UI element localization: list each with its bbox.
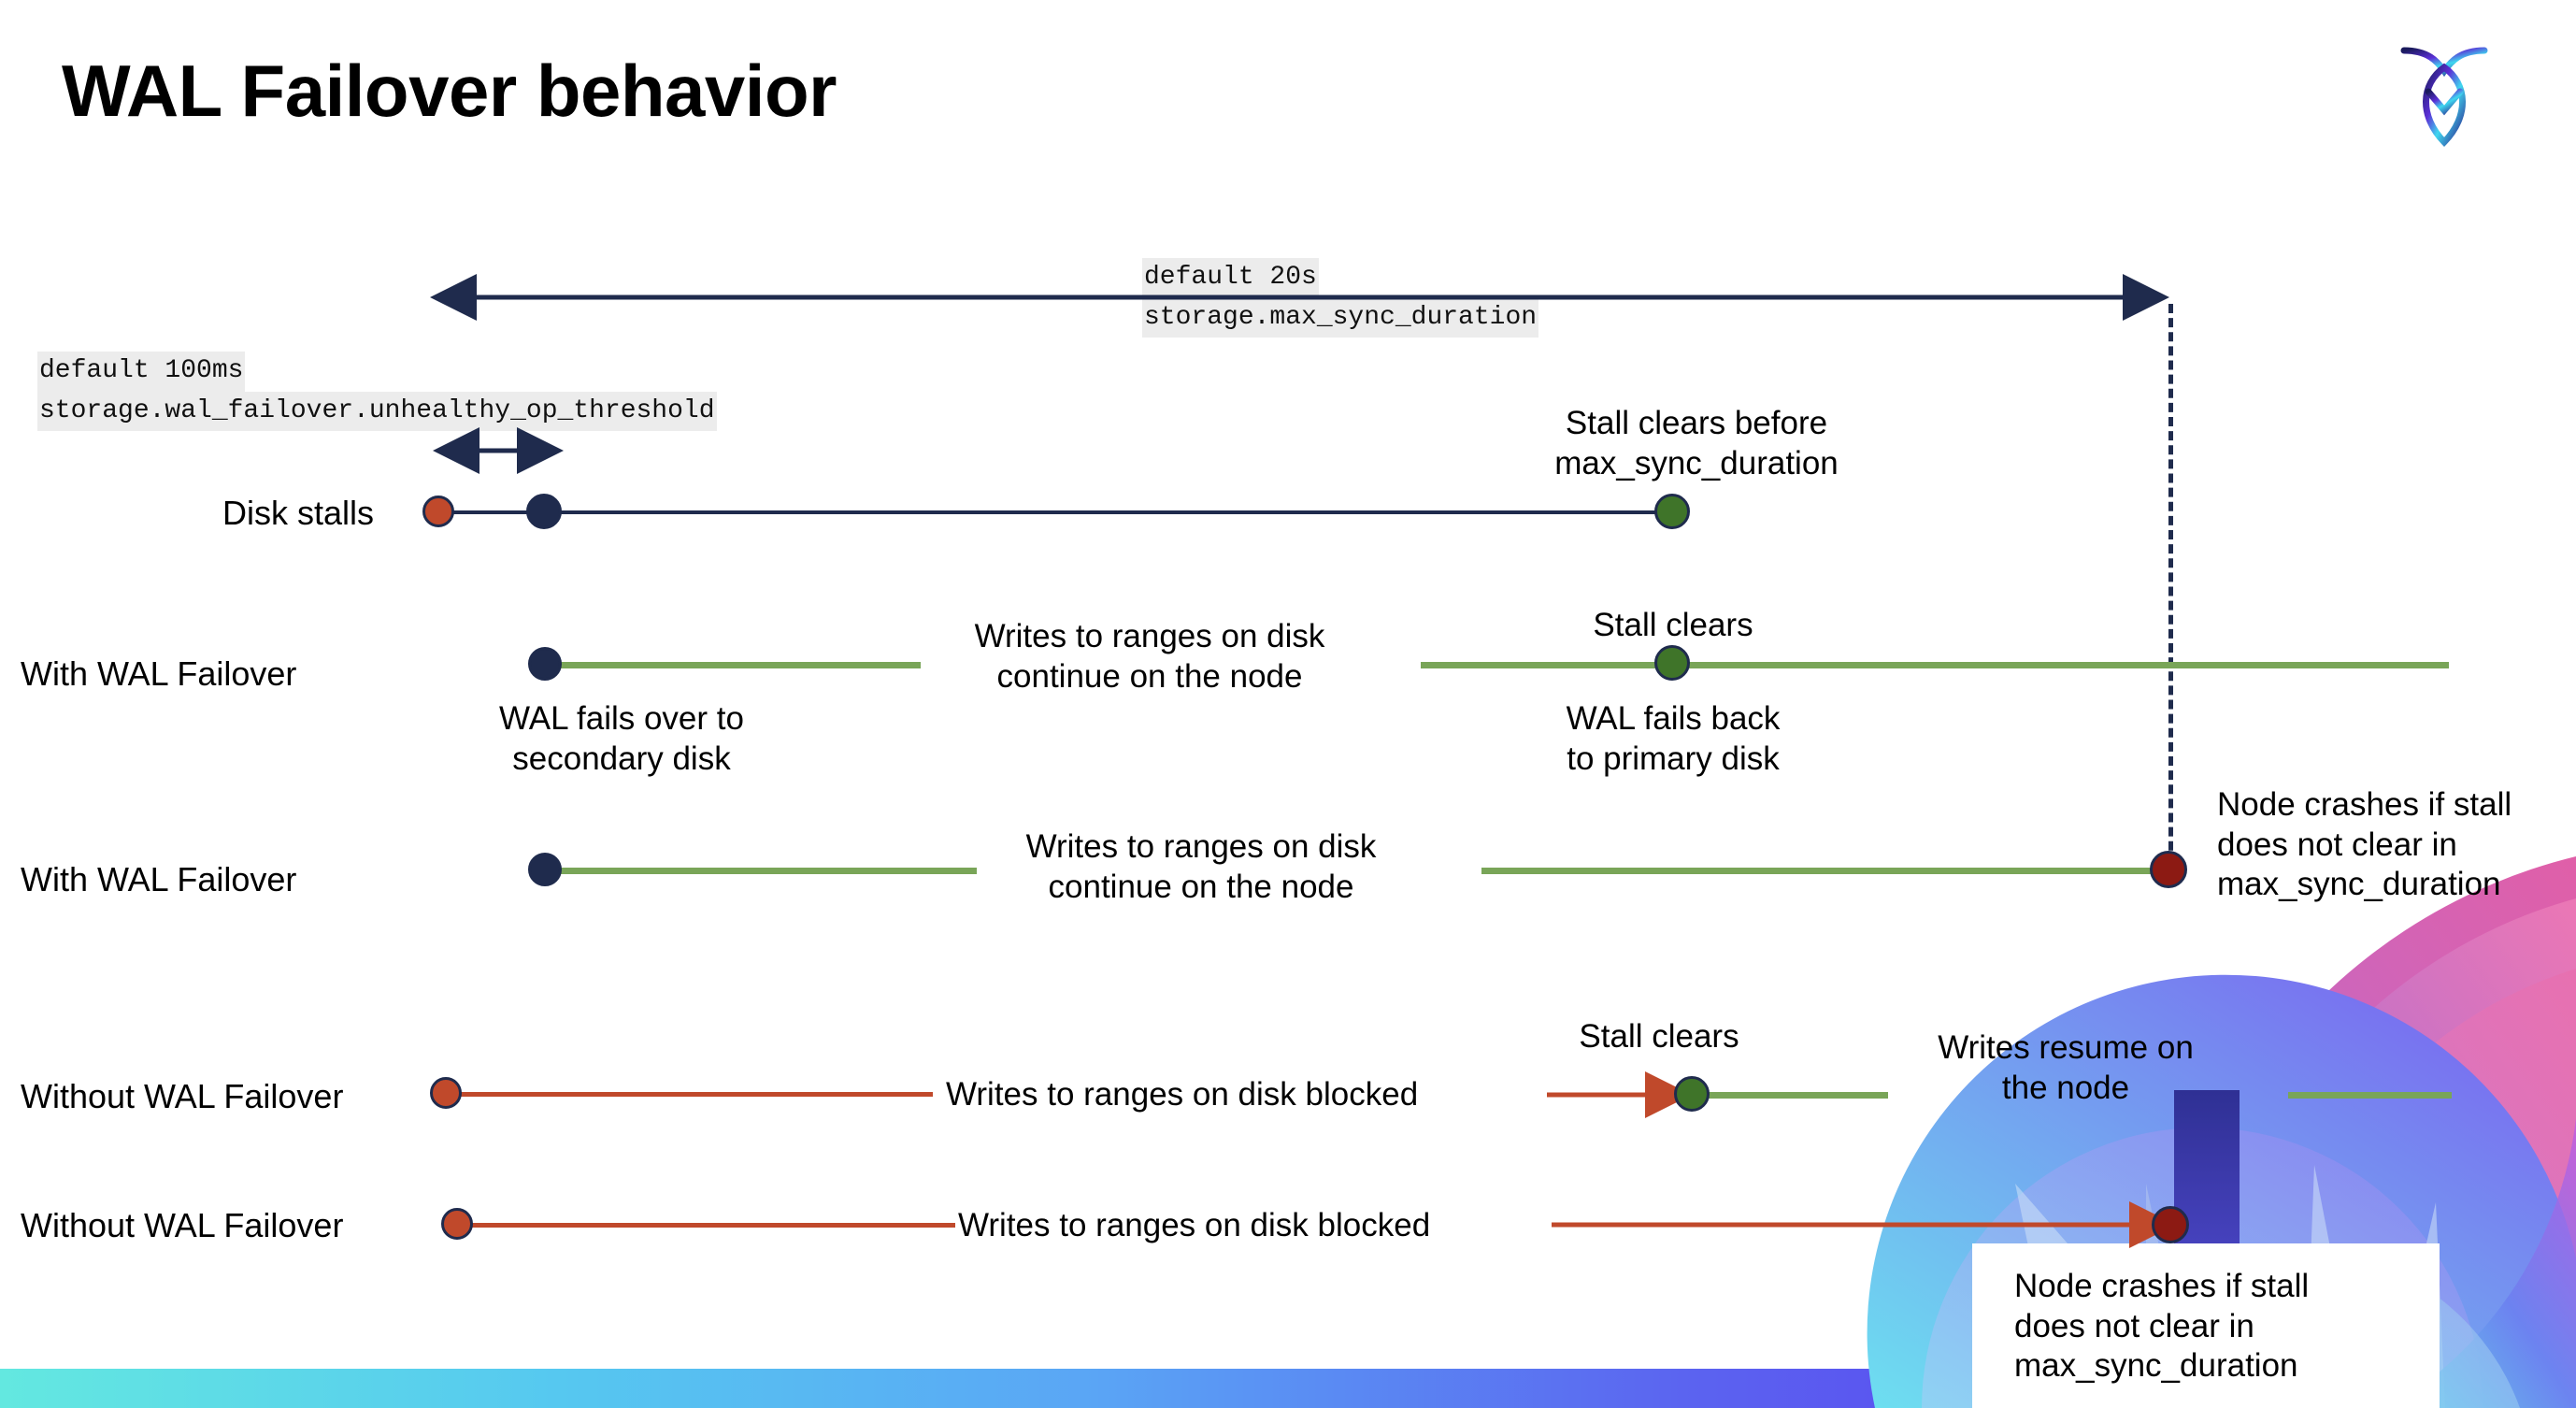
row-label-without-wal-failover-2: Without WAL Failover — [21, 1206, 344, 1244]
row2-timeline-right — [1421, 662, 2449, 668]
row2-note-wal-fails-over: WAL fails over to secondary disk — [499, 700, 744, 777]
row3-timeline-left — [547, 868, 977, 874]
callout-backdrop — [1972, 1243, 2440, 1408]
row5-note-writes-blocked: Writes to ranges on disk blocked — [958, 1207, 1431, 1243]
row3-note-writes-continue: Writes to ranges on disk continue on the… — [1025, 828, 1377, 905]
row1-timeline — [439, 510, 1673, 514]
row2-note-stall-clears: Stall clears — [1593, 607, 1753, 643]
unhealthy-op-default-text: default 100ms — [37, 352, 246, 392]
row-label-with-wal-failover-1: With WAL Failover — [21, 654, 297, 693]
unhealthy-op-threshold-label: default 100ms storage.wal_failover.unhea… — [37, 352, 717, 432]
row-label-without-wal-failover-1: Without WAL Failover — [21, 1077, 344, 1115]
unhealthy-op-setting-text: storage.wal_failover.unhealthy_op_thresh… — [37, 391, 717, 432]
cockroach-labs-logo-icon — [2393, 30, 2496, 151]
row2-failover-dot — [528, 647, 562, 681]
row4-note-writes-blocked: Writes to ranges on disk blocked — [946, 1076, 1419, 1113]
row3-timeline-right — [1481, 868, 2178, 874]
row-label-with-wal-failover-2: With WAL Failover — [21, 860, 297, 898]
max-sync-setting-text: storage.max_sync_duration — [1142, 297, 1539, 338]
row3-node-crash-dot — [2150, 851, 2187, 888]
row1-stall-clears-dot — [1654, 494, 1690, 529]
row2-stall-clears-dot — [1654, 645, 1690, 681]
row4-timeline-resume-tail — [2288, 1092, 2452, 1099]
row4-note-stall-clears: Stall clears — [1579, 1018, 1739, 1055]
max-sync-default-text: default 20s — [1142, 258, 1319, 298]
row4-timeline-blocked — [447, 1092, 933, 1097]
row1-threshold-dot — [526, 494, 562, 529]
max-sync-duration-label: default 20s storage.max_sync_duration — [1142, 258, 1539, 338]
row5-timeline-blocked — [460, 1223, 955, 1228]
row4-stall-start-dot — [430, 1077, 462, 1109]
row3-failover-dot — [528, 853, 562, 886]
bottom-gradient-band — [0, 1369, 1991, 1408]
row2-note-wal-fails-back: WAL fails back to primary disk — [1566, 700, 1781, 777]
row1-note-stall-clears-before: Stall clears before max_sync_duration — [1554, 405, 1839, 481]
row2-timeline-left — [547, 662, 921, 668]
page-title: WAL Failover behavior — [62, 50, 837, 132]
row5-note-node-crashes: Node crashes if stall does not clear in … — [2014, 1268, 2310, 1385]
row4-timeline-resume — [1701, 1092, 1888, 1099]
row2-note-writes-continue: Writes to ranges on disk continue on the… — [974, 618, 1325, 695]
max-sync-dashed-guide — [2168, 304, 2173, 879]
row1-stall-start-dot — [422, 496, 454, 527]
row4-stall-clears-dot — [1674, 1076, 1710, 1112]
row3-note-node-crashes: Node crashes if stall does not clear in … — [2217, 786, 2512, 903]
row-label-disk-stalls: Disk stalls — [222, 494, 375, 532]
row5-stall-start-dot — [441, 1208, 473, 1240]
row5-node-crash-dot — [2152, 1206, 2189, 1243]
row4-note-writes-resume: Writes resume on the node — [1938, 1029, 2194, 1106]
